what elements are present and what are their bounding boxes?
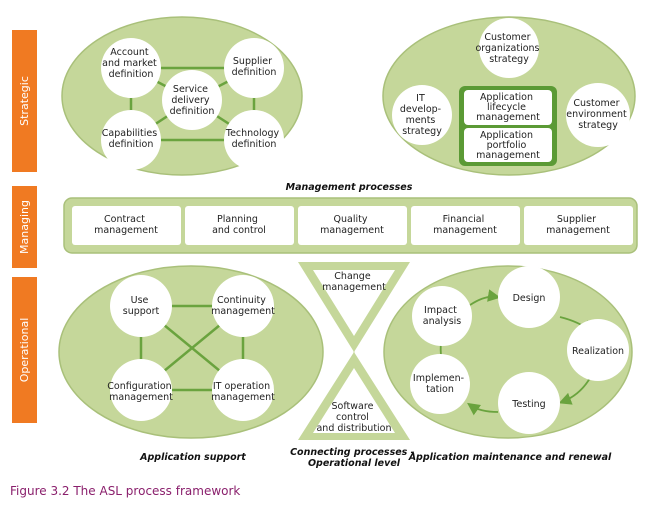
testing-node <box>498 372 560 434</box>
impact-analysis-node <box>412 286 472 346</box>
account-market-node <box>101 38 161 98</box>
financial-management-box <box>411 206 520 245</box>
customer-organizations-node <box>479 18 539 78</box>
service-delivery-label: Service delivery definition <box>170 84 215 117</box>
realization-node <box>567 319 629 381</box>
configuration-management-node <box>110 359 172 421</box>
it-operation-management-node <box>212 359 274 421</box>
application-maintenance-title: Application maintenance and renewal <box>408 452 612 463</box>
customer-environment-label: Customer environment strategy <box>566 98 630 131</box>
contract-management-box <box>72 206 181 245</box>
application-lifecycle-label: Application lifecycle management <box>476 92 540 123</box>
implementation-node <box>410 354 470 414</box>
customer-environment-node <box>566 83 630 147</box>
application-portfolio-box <box>464 128 552 162</box>
strategic-application-cluster: Customer organizations strategy IT devel… <box>382 16 636 176</box>
quality-management-label: Quality management <box>320 214 384 236</box>
strategic-layer-bar: Strategic <box>12 30 37 172</box>
capabilities-definition-node <box>101 110 161 170</box>
impact-analysis-label: Impact analysis <box>423 305 462 327</box>
technology-definition-node <box>224 110 284 170</box>
management-processes-bar: Contract management Planning and control… <box>63 197 638 254</box>
continuity-management-label: Continuity management <box>211 295 275 317</box>
cycle-arrow <box>469 289 501 306</box>
technology-definition-label: Technology definition <box>225 128 282 150</box>
managing-layer-bar: Managing <box>12 186 37 268</box>
capabilities-definition-label: Capabilities definition <box>102 128 160 150</box>
connecting-processes-hourglass: Change management Software control and d… <box>298 262 410 440</box>
operational-layer-bar: Operational <box>12 277 37 423</box>
it-operation-management-label: IT operation management <box>211 381 275 403</box>
supplier-management-label: Supplier management <box>546 214 610 236</box>
realization-label: Realization <box>572 346 624 357</box>
use-support-node <box>110 275 172 337</box>
strategic-organization-cluster: Account and market definition Supplier d… <box>61 16 303 176</box>
supplier-definition-node <box>224 38 284 98</box>
customer-organizations-label: Customer organizations strategy <box>475 32 542 65</box>
financial-management-label: Financial management <box>433 214 497 236</box>
it-developments-label: IT develop- ments strategy <box>400 93 444 137</box>
design-label: Design <box>513 293 546 304</box>
figure-caption: Figure 3.2 The ASL process framework <box>10 484 241 498</box>
configuration-management-label: Configuration management <box>107 381 174 403</box>
planning-control-box <box>185 206 294 245</box>
application-lifecycle-box <box>464 90 552 125</box>
planning-control-label: Planning and control <box>212 214 266 236</box>
connecting-processes-title: Connecting processes - Operational level <box>290 447 418 469</box>
use-support-label: Use support <box>123 295 160 317</box>
software-control-label: Software control and distribution <box>316 401 391 434</box>
it-developments-node <box>392 85 452 145</box>
change-management-label: Change management <box>322 271 386 293</box>
cycle-arrow <box>558 377 591 405</box>
supplier-management-box <box>524 206 633 245</box>
quality-management-box <box>298 206 407 245</box>
contract-management-label: Contract management <box>94 214 158 236</box>
application-maintenance-cluster: Impact analysis Design Realization Testi… <box>383 265 633 439</box>
continuity-management-node <box>212 275 274 337</box>
service-delivery-node <box>162 70 222 130</box>
cycle-arrow <box>467 402 499 416</box>
account-market-label: Account and market definition <box>102 47 160 80</box>
application-portfolio-label: Application portfolio management <box>476 130 540 161</box>
management-processes-title: Management processes <box>286 182 413 193</box>
strategic-label: Strategic <box>18 76 31 126</box>
design-node <box>498 266 560 328</box>
operational-label: Operational <box>18 318 31 383</box>
managing-label: Managing <box>18 200 31 254</box>
application-support-title: Application support <box>139 452 246 463</box>
implementation-label: Implemen- tation <box>413 373 467 395</box>
application-support-cluster: Use support Continuity management Config… <box>58 265 324 439</box>
testing-label: Testing <box>511 399 545 410</box>
supplier-definition-label: Supplier definition <box>232 56 277 78</box>
